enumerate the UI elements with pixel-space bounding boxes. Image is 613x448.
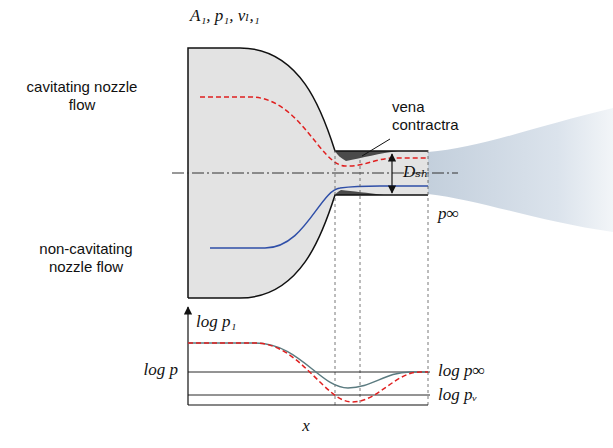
nozzle-wall [188, 195, 428, 298]
diameter-label: Dₛₕ [403, 162, 428, 182]
x-axis [188, 404, 428, 405]
pressure-level-label: log pᵥ [438, 385, 477, 405]
y-axis [187, 307, 188, 405]
non-cavitating-pressure [188, 343, 428, 388]
axis-label: log p [144, 360, 178, 380]
diameter-arrow [391, 154, 392, 193]
inlet-conditions: A₁, p₁, vₗ,₁ [190, 6, 260, 26]
guide-line [428, 150, 429, 405]
cavitation-zone [335, 151, 398, 161]
cavitating-pressure [188, 343, 428, 402]
leader-line [362, 139, 390, 156]
non-cavitating-streamline [210, 186, 428, 248]
pressure-label: p∞ [438, 204, 459, 224]
guide-line [360, 160, 361, 405]
axis-label: x [302, 416, 310, 436]
callout-label: vena contractra [392, 98, 482, 134]
pressure-level-label: log p∞ [438, 361, 485, 381]
axis-label: log p₁ [196, 312, 236, 332]
flow-label: non-cavitating nozzle flow [22, 240, 150, 276]
vapour-pressure-line [188, 395, 430, 396]
guide-line [335, 150, 336, 405]
flow-label: cavitating nozzle flow [23, 78, 141, 114]
